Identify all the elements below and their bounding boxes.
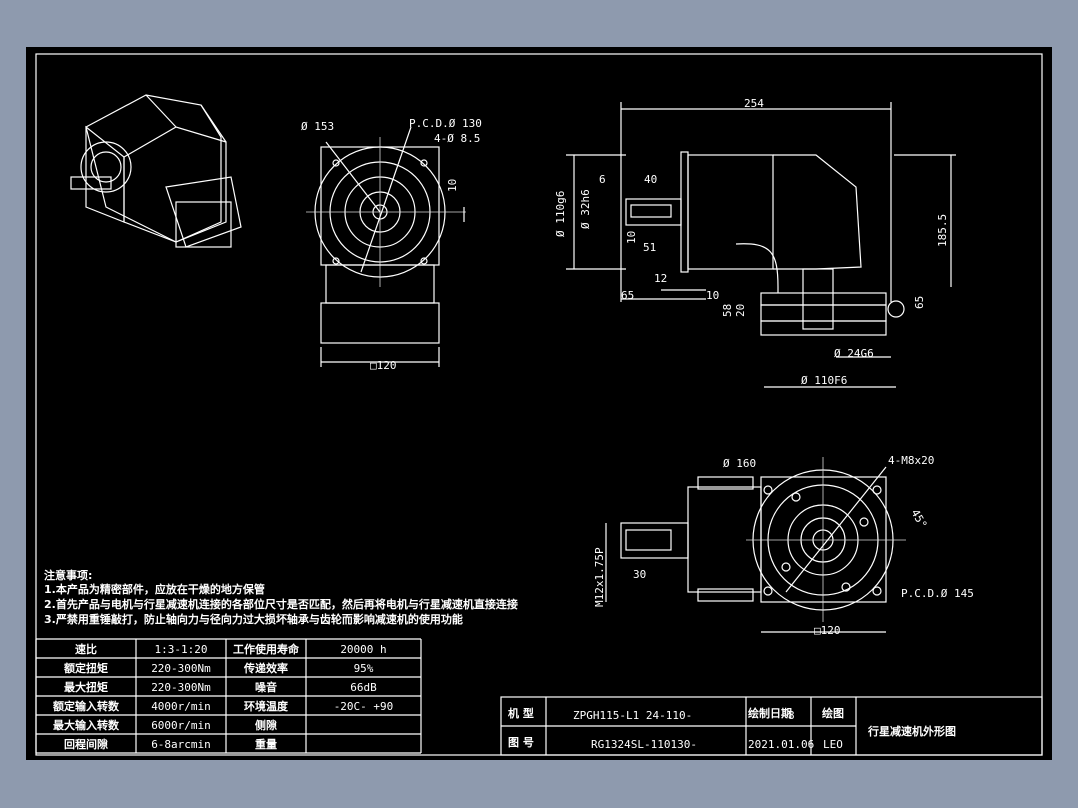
dim-65b: 65 [913, 296, 926, 309]
dim-shaft: Ø 110g6 [554, 191, 567, 237]
dim-20: 20 [734, 304, 747, 317]
tb-drawing-no: RG1324SL-110130- [591, 738, 697, 751]
spec-cell-k1: 回程间隙 [64, 737, 108, 751]
spec-cell-k2: 工作使用寿命 [233, 642, 300, 656]
notes-line3: 3.严禁用重锤敲打，防止轴向力与径向力过大损坏轴承与齿轮而影响减速机的使用功能 [44, 612, 463, 626]
dim-holes-bot: 4-M8x20 [888, 454, 934, 467]
tb-date-label: 绘制日期 [748, 706, 792, 720]
notes-line2: 2.首先产品与电机与行星减速机连接的各部位尺寸是否匹配，然后再将电机与行星减速机… [44, 597, 518, 611]
dim-65a: 65 [621, 289, 634, 302]
dim-key: Ø 32h6 [579, 189, 592, 229]
spec-cell-v1: 4000r/min [151, 700, 211, 713]
iso-view [70, 94, 242, 248]
tb-model: ZPGH115-L1 24-110- [573, 709, 692, 722]
flange-view [605, 457, 906, 633]
dim-m12: M12x1.75P [593, 547, 606, 607]
dim-12: 12 [654, 272, 667, 285]
dim-top-dia: Ø 153 [301, 120, 334, 133]
side-view [566, 102, 956, 388]
dim-254: 254 [744, 97, 764, 110]
drawing-viewport[interactable]: Ø 153 P.C.D.Ø 130 4-Ø 8.5 10 □120 254 6 … [26, 47, 1052, 760]
dim-10: 10 [446, 179, 459, 192]
tb-date-tail: 8 [788, 709, 795, 722]
dim-110f: Ø 110F6 [801, 374, 847, 387]
spec-cell-v1: 1:3-1:20 [155, 643, 208, 656]
spec-cell-k1: 额定输入转数 [53, 699, 120, 713]
dim-45: 45° [908, 507, 929, 531]
spec-cell-k1: 最大输入转数 [53, 718, 120, 732]
front-view-top [306, 126, 466, 367]
spec-cell-v1: 6-8arcmin [151, 738, 211, 751]
cad-drawing: Ø 153 P.C.D.Ø 130 4-Ø 8.5 10 □120 254 6 … [35, 53, 1043, 756]
dim-10c: 10 [706, 289, 719, 302]
spec-cell-k2: 噪音 [255, 680, 277, 694]
spec-table: 速比 1:3-1:20 工作使用寿命 20000 h 额定扭矩 220-300Nm 传递效率… [35, 638, 422, 754]
notes-line1: 1.本产品为精密部件，应放在干燥的地方保管 [44, 582, 265, 596]
dim-holes-top: 4-Ø 8.5 [434, 132, 480, 145]
spec-cell-k2: 传递效率 [243, 661, 288, 675]
spec-cell-v2: 66dB [350, 681, 377, 694]
dim-120-bot: □120 [814, 624, 841, 637]
dim-51: 51 [643, 241, 656, 254]
dim-pcd-bot: P.C.D.Ø 145 [901, 587, 974, 600]
tb-drawer: LEO [823, 738, 843, 751]
notes-title: 注意事项: [44, 568, 92, 582]
spec-cell-v1: 6000r/min [151, 719, 211, 732]
tb-title: 行星减速机外形图 [867, 724, 956, 738]
spec-cell-k2: 侧隙 [255, 718, 277, 732]
dim-30: 30 [633, 568, 646, 581]
spec-cell-v2: -20C- +90 [334, 700, 394, 713]
spec-cell-k2: 环境温度 [244, 699, 289, 713]
spec-cell-k2: 重量 [255, 737, 277, 751]
dim-10b: 10 [625, 231, 638, 244]
tb-drawing-label: 图 号 [508, 736, 534, 749]
title-block [500, 696, 1043, 756]
dim-120-top: □120 [370, 359, 397, 372]
spec-cell-v2: 20000 h [340, 643, 386, 656]
dim-40: 40 [644, 173, 657, 186]
dim-24: Ø 24G6 [834, 347, 874, 360]
spec-cell-v1: 220-300Nm [151, 662, 211, 675]
spec-cell-k1: 额定扭矩 [64, 661, 108, 675]
tb-drawn-label: 绘图 [822, 706, 844, 720]
spec-cell-k1: 最大扭矩 [64, 680, 108, 694]
dim-185: 185.5 [936, 214, 949, 247]
spec-cell-k1: 速比 [75, 642, 97, 656]
tb-date: 2021.01.06 [748, 738, 814, 751]
dim-pcd-top: P.C.D.Ø 130 [409, 117, 482, 130]
dim-58: 58 [721, 304, 734, 317]
spec-cell-v2: 95% [354, 662, 374, 675]
dim-160: Ø 160 [723, 457, 756, 470]
dim-6: 6 [599, 173, 606, 186]
spec-cell-v1: 220-300Nm [151, 681, 211, 694]
tb-model-label: 机 型 [508, 706, 534, 720]
